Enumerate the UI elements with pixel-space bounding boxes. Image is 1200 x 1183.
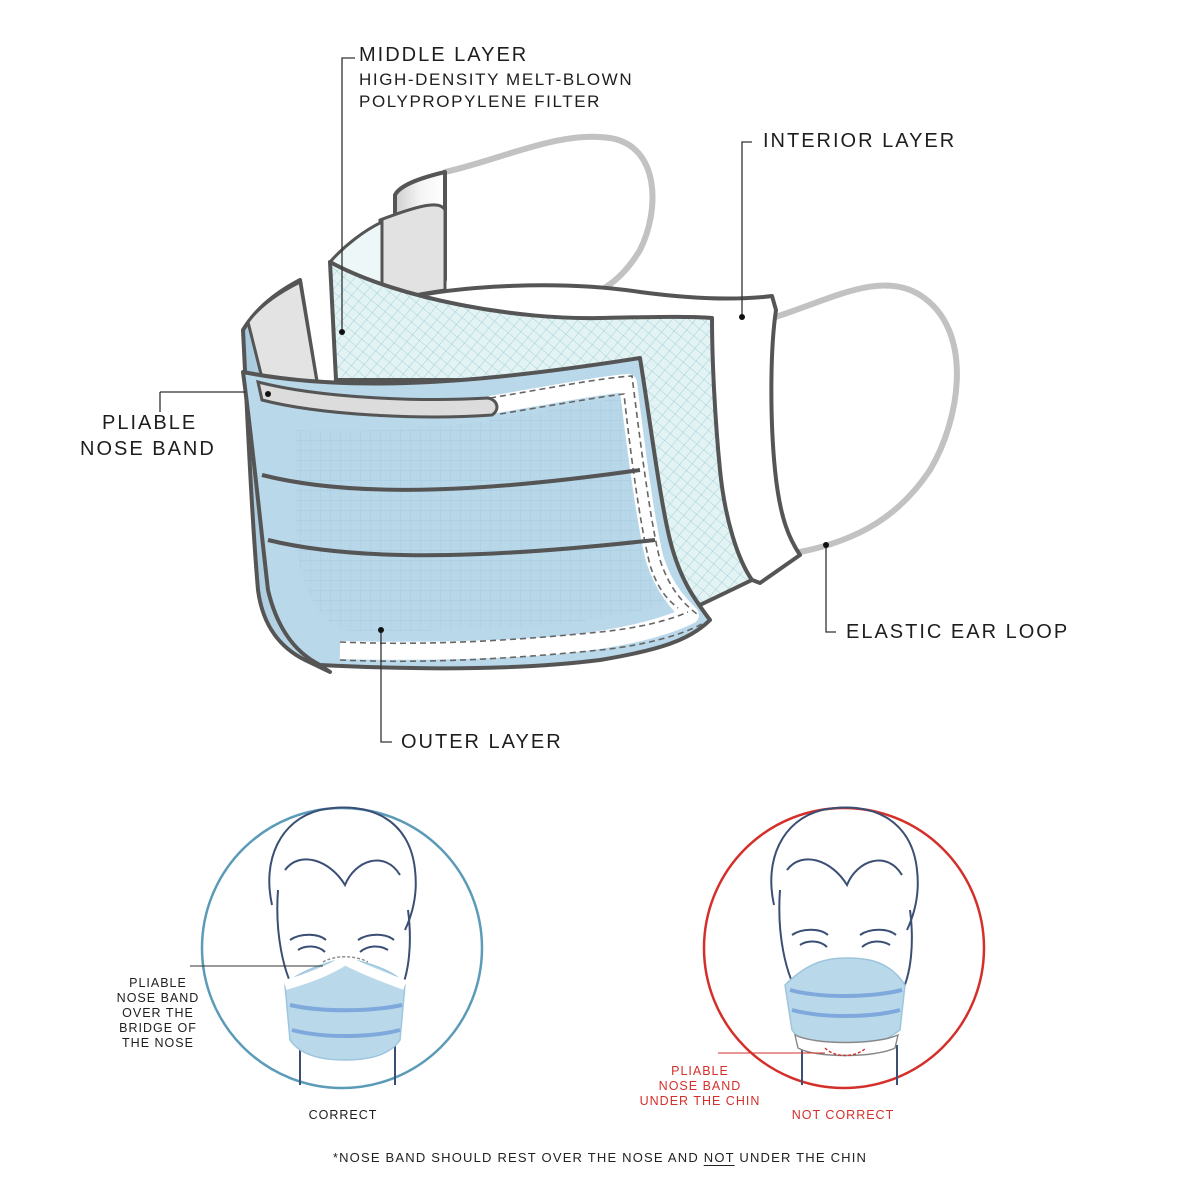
- elastic-ear-loop: [442, 133, 960, 555]
- leader-dots: [265, 314, 829, 633]
- nose-band-label-1: PLIABLE: [102, 412, 198, 434]
- incorrect-caption: NOT CORRECT: [791, 1108, 895, 1122]
- incorrect-note: PLIABLE NOSE BAND UNDER THE CHIN: [639, 1064, 761, 1108]
- footnote-emphasis: NOT: [703, 1150, 735, 1165]
- ear-loop-label: ELASTIC EAR LOOP: [846, 621, 1070, 643]
- correct-illustration: [190, 806, 484, 1090]
- correct-note: PLIABLE NOSE BAND OVER THE BRIDGE OF THE…: [116, 976, 200, 1050]
- interior-layer-label: INTERIOR LAYER: [763, 130, 957, 152]
- nose-band-label-2: NOSE BAND: [80, 438, 216, 460]
- footnote: *NOSE BAND SHOULD REST OVER THE NOSE AND…: [332, 1150, 868, 1165]
- correct-caption: CORRECT: [308, 1108, 378, 1122]
- incorrect-illustration: [702, 806, 986, 1090]
- middle-layer-desc-2: POLYPROPYLENE FILTER: [359, 92, 602, 111]
- outer-layer-label: OUTER LAYER: [401, 731, 563, 753]
- outer-layer-shape: [241, 278, 712, 674]
- middle-layer-label: MIDDLE LAYER: [359, 44, 529, 66]
- middle-layer-shape: [328, 219, 754, 607]
- middle-layer-desc-1: HIGH-DENSITY MELT-BLOWN: [359, 70, 634, 89]
- leader-lines: [159, 57, 836, 743]
